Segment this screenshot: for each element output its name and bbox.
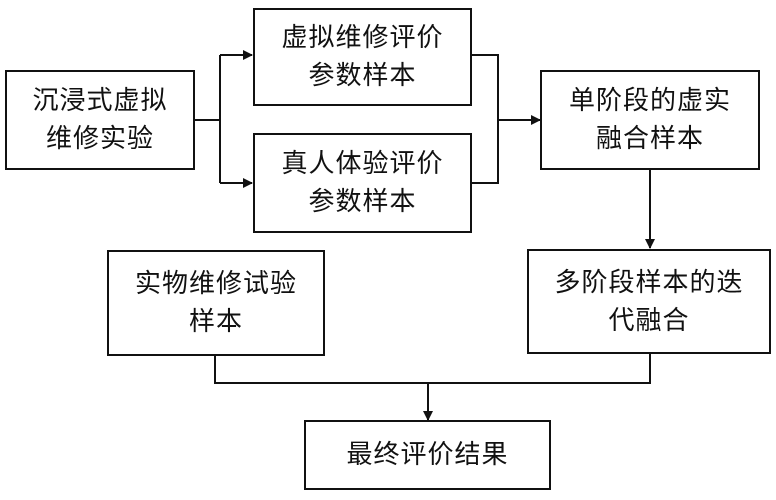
node-single-stage-line1: 单阶段的虚实 xyxy=(568,86,731,116)
node-immersive-experiment: 沉浸式虚拟 维修实验 xyxy=(5,70,195,170)
node-virtual-param-line2: 参数样本 xyxy=(308,61,417,91)
node-human-eval-line1: 真人体验评价 xyxy=(281,149,444,179)
connector-final-merge xyxy=(214,354,651,384)
connector-experiment-split xyxy=(195,55,221,183)
node-multi-stage-line2: 代融合 xyxy=(608,305,690,336)
node-virtual-param-line1: 虚拟维修评价 xyxy=(281,23,444,53)
node-final-result-label: 最终评价结果 xyxy=(346,440,509,470)
node-single-stage-fusion: 单阶段的虚实 融合样本 xyxy=(540,70,760,170)
node-human-eval-samples: 真人体验评价 参数样本 xyxy=(253,133,472,233)
node-immersive-experiment-line1: 沉浸式虚拟 xyxy=(32,86,168,116)
node-virtual-param-samples: 虚拟维修评价 参数样本 xyxy=(253,8,472,106)
node-multi-stage-fusion: 多阶段样本的迭 代融合 xyxy=(527,249,771,354)
node-physical-test-samples: 实物维修试验 样本 xyxy=(107,250,325,356)
node-single-stage-line2: 融合样本 xyxy=(595,124,704,154)
connector-param-merge xyxy=(472,54,499,184)
node-immersive-experiment-line2: 维修实验 xyxy=(45,124,154,154)
node-final-result: 最终评价结果 xyxy=(304,420,551,490)
node-multi-stage-line1: 多阶段样本的迭 xyxy=(554,267,744,298)
node-physical-test-line1: 实物维修试验 xyxy=(134,269,297,299)
node-physical-test-line2: 样本 xyxy=(188,307,243,337)
node-human-eval-line2: 参数样本 xyxy=(308,187,417,217)
